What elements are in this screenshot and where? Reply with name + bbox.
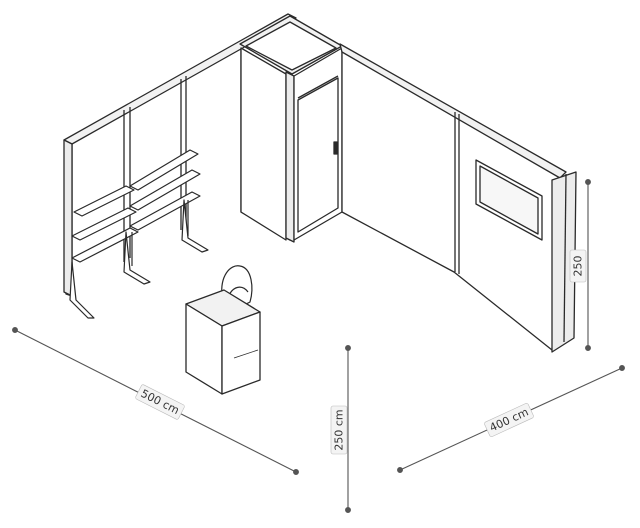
- dimension-endpoint: [619, 365, 625, 371]
- wall-end-left: [63, 139, 73, 297]
- dimension-endpoint: [585, 345, 591, 351]
- height-dimension-label: 250 cm: [330, 405, 348, 455]
- height-label-text: 250 cm: [333, 409, 346, 450]
- counter: [185, 289, 261, 395]
- depth-dimension-label: 400 cm: [484, 403, 534, 437]
- shelf: [129, 169, 201, 211]
- dimension-endpoint: [345, 345, 351, 351]
- shelf: [129, 149, 199, 191]
- shelving-unit: [69, 149, 209, 319]
- dimension-endpoint: [293, 469, 299, 475]
- shelf-leg: [123, 231, 151, 285]
- dimension-endpoint: [397, 467, 403, 473]
- cabin-left-face: [240, 47, 287, 241]
- counter-shelf-line: [233, 349, 259, 359]
- tv-screen: [475, 159, 543, 241]
- storage-door: [297, 77, 339, 233]
- shelf: [71, 207, 137, 241]
- shelf-leg: [181, 199, 209, 253]
- shelf: [73, 185, 135, 217]
- depth-label-text: 400 cm: [488, 405, 531, 434]
- cabin-corner-post: [285, 71, 295, 243]
- width-dimension-label: 500 cm: [135, 384, 185, 420]
- wall-end-edge: [563, 173, 567, 343]
- door-header: [297, 75, 339, 99]
- dimension-endpoint: [585, 179, 591, 185]
- dimension-endpoint: [12, 327, 18, 333]
- back-right-wall: [339, 43, 577, 353]
- side-height-dimension-label: 250: [569, 249, 587, 283]
- door-handle-icon: [333, 141, 338, 155]
- shelf: [71, 227, 139, 263]
- wall-end-right: [551, 171, 577, 353]
- shelf-leg: [69, 261, 95, 319]
- storage-cabin: [239, 15, 343, 243]
- dimension-endpoint: [345, 507, 351, 513]
- side-height-label-text: 250: [572, 256, 585, 277]
- counter-side: [221, 311, 261, 395]
- shelf: [129, 191, 201, 231]
